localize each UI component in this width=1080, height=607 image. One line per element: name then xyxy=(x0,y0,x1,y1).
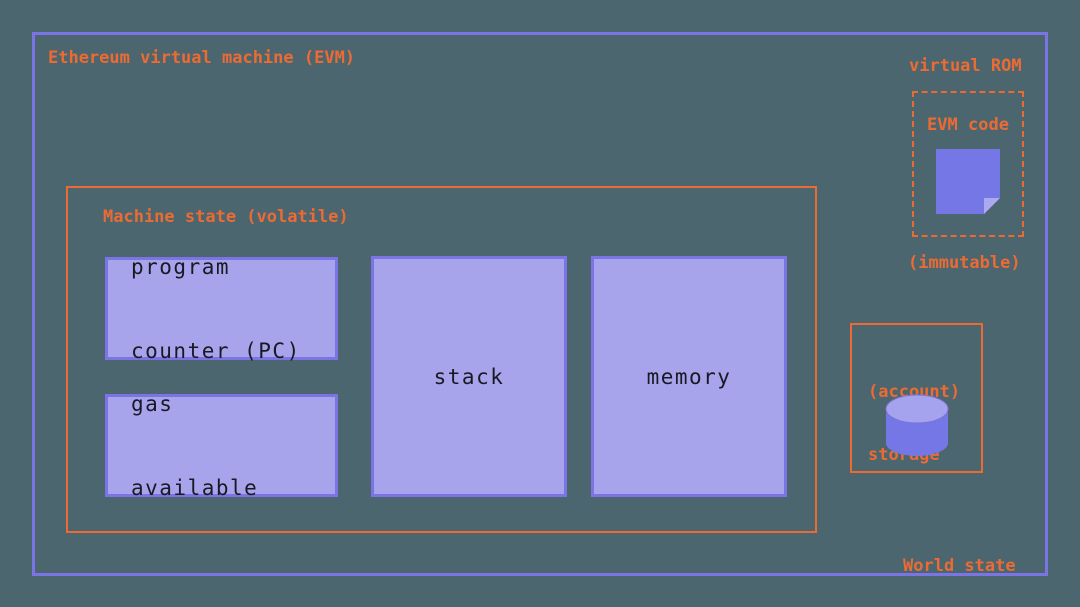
world-state-label: World state (persistent) xyxy=(903,556,1016,576)
virtual-rom-dashed-box: EVM code xyxy=(912,91,1024,237)
stack-label: stack xyxy=(433,364,505,389)
evm-container-box xyxy=(32,32,1048,576)
machine-state-label: Machine state (volatile) xyxy=(103,207,349,227)
memory-label: memory xyxy=(646,364,732,389)
evm-title: Ethereum virtual machine (EVM) xyxy=(48,48,356,68)
database-cylinder-icon xyxy=(885,394,949,456)
memory-box: memory xyxy=(591,256,787,497)
document-page-icon xyxy=(936,149,1000,214)
evm-code-label: EVM code xyxy=(927,115,1009,135)
machine-state-box xyxy=(66,186,817,533)
immutable-label: (immutable) xyxy=(908,253,1021,273)
account-storage-box: (account) storage xyxy=(850,323,983,473)
gas-available-label: gas available xyxy=(131,391,259,500)
program-counter-box: program counter (PC) xyxy=(105,255,338,363)
program-counter-label: program counter (PC) xyxy=(131,254,301,363)
gas-available-box: gas available xyxy=(105,392,338,500)
stack-box: stack xyxy=(371,256,567,497)
virtual-rom-label: virtual ROM xyxy=(909,56,1022,76)
